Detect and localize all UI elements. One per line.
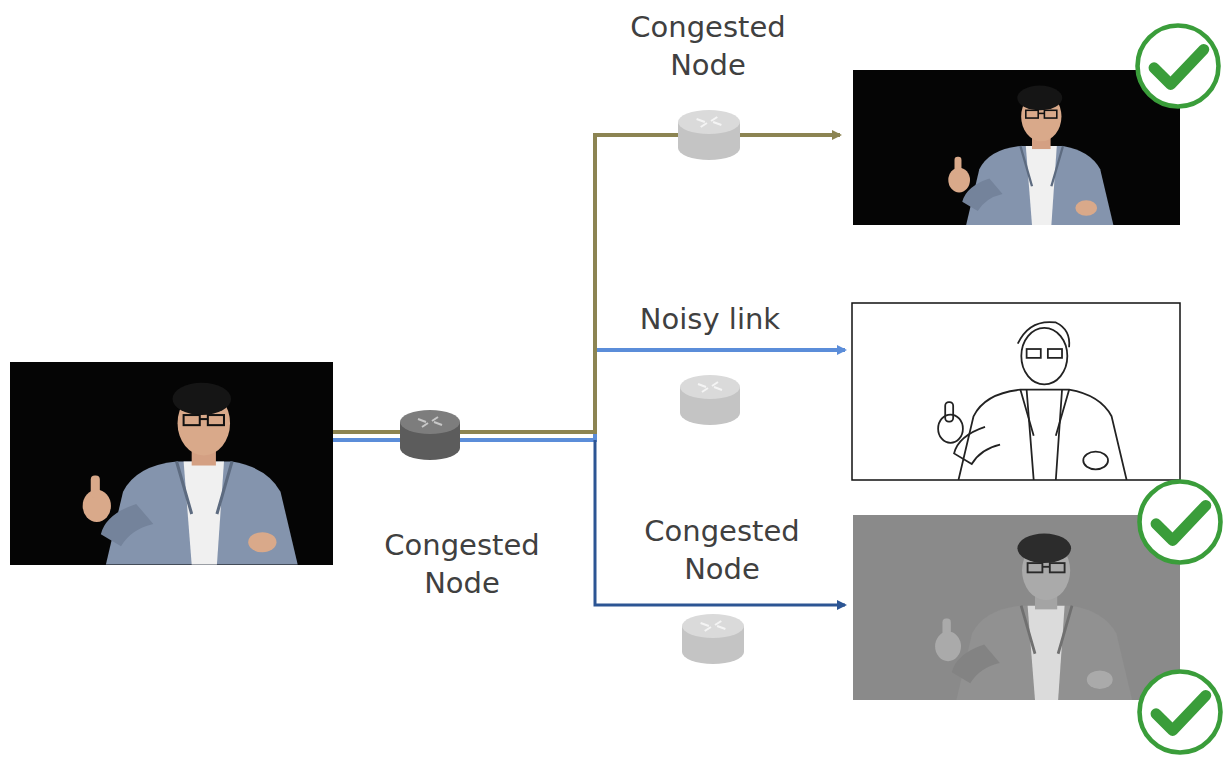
olive-line xyxy=(333,430,402,434)
check-mark xyxy=(1140,672,1221,753)
source-photo xyxy=(10,362,333,565)
router-node: Congested Node xyxy=(682,614,744,664)
router-node: Congested Node xyxy=(678,110,740,160)
darkblue-line xyxy=(595,440,845,605)
router-icon xyxy=(680,375,740,425)
node-label: Congested Node xyxy=(362,526,562,603)
router-node: Congested Node xyxy=(400,410,460,460)
check-mark xyxy=(1138,26,1219,107)
sketch-photo xyxy=(852,303,1180,480)
blue-line xyxy=(333,350,845,440)
embossed-photo xyxy=(853,515,1180,700)
olive-arrow xyxy=(738,133,840,137)
node-label: Congested Node xyxy=(608,8,808,85)
router-icon xyxy=(400,410,460,460)
check-mark xyxy=(1140,482,1221,563)
olive-connector xyxy=(460,135,678,432)
router-icon xyxy=(682,614,744,664)
node-label: Congested Node xyxy=(622,512,822,589)
router-icon xyxy=(678,110,740,160)
link-label: Noisy link xyxy=(610,300,810,338)
received-photo xyxy=(853,70,1180,225)
